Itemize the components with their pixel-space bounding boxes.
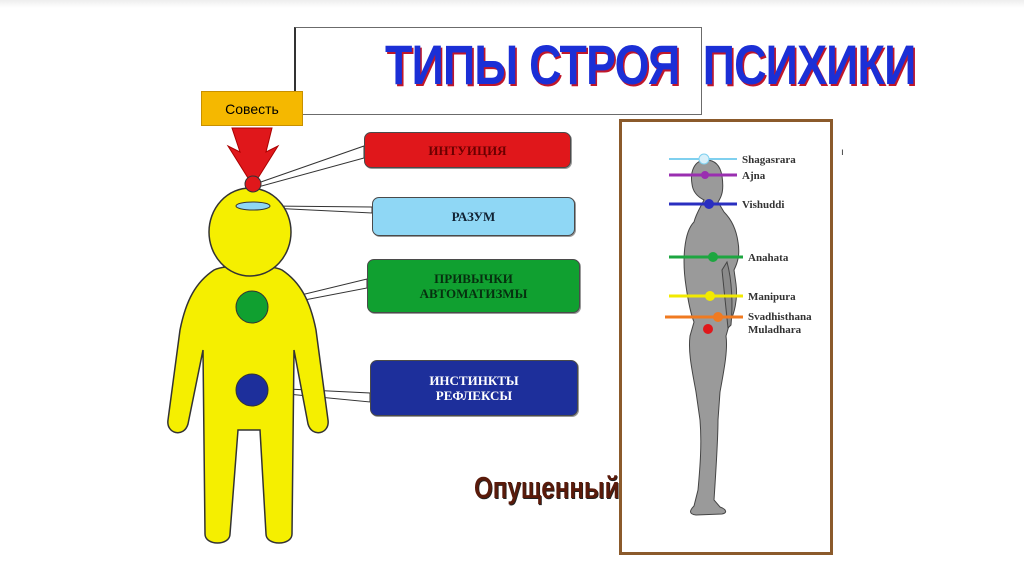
intuition-label: ИНТУИЦИЯ (364, 132, 571, 168)
instincts-point (235, 373, 269, 407)
chakra-point-vishuddi (704, 199, 714, 209)
mind-point (235, 201, 271, 211)
chakra-label-manipura: Manipura (748, 291, 796, 303)
chakra-label-ajna: Ajna (742, 170, 766, 182)
chakra-point-shagasrara (698, 153, 710, 165)
side-body-silhouette (683, 159, 740, 516)
habits-text-1: ПРИВЫЧКИ (434, 271, 513, 286)
side-glyph: ı (841, 147, 844, 158)
mind-label: РАЗУМ (372, 197, 575, 236)
conscience-label: Совесть (201, 91, 303, 126)
chakra-point-anahata (708, 252, 718, 262)
chakra-label-anahata: Anahata (748, 252, 789, 264)
title-box (294, 27, 702, 115)
slide-top-edge (0, 0, 1024, 8)
habits-point (235, 290, 269, 324)
habits-text-2: АВТОМАТИЗМЫ (419, 286, 528, 301)
mind-text: РАЗУМ (451, 209, 496, 224)
chakra-label-vishuddi: Vishuddi (742, 199, 784, 211)
intuition-text: ИНТУИЦИЯ (428, 142, 507, 158)
intuition-point (244, 175, 262, 193)
habits-label: ПРИВЫЧКИ АВТОМАТИЗМЫ (367, 259, 580, 313)
chakra-point-muladhara (703, 324, 713, 334)
chakra-label-svadhisthana: Svadhisthana (748, 311, 812, 323)
instincts-label: ИНСТИНКТЫ РЕФЛЕКСЫ (370, 360, 578, 416)
instincts-text-2: РЕФЛЕКСЫ (435, 388, 513, 403)
chakra-label-shagasrara: Shagasrara (742, 154, 796, 166)
chakra-point-manipura (705, 291, 715, 301)
chakra-point-ajna (701, 171, 709, 179)
chakra-label-muladhara: Muladhara (748, 324, 802, 336)
instincts-text-1: ИНСТИНКТЫ (429, 373, 519, 388)
chakra-point-svadhisthana (713, 312, 723, 322)
